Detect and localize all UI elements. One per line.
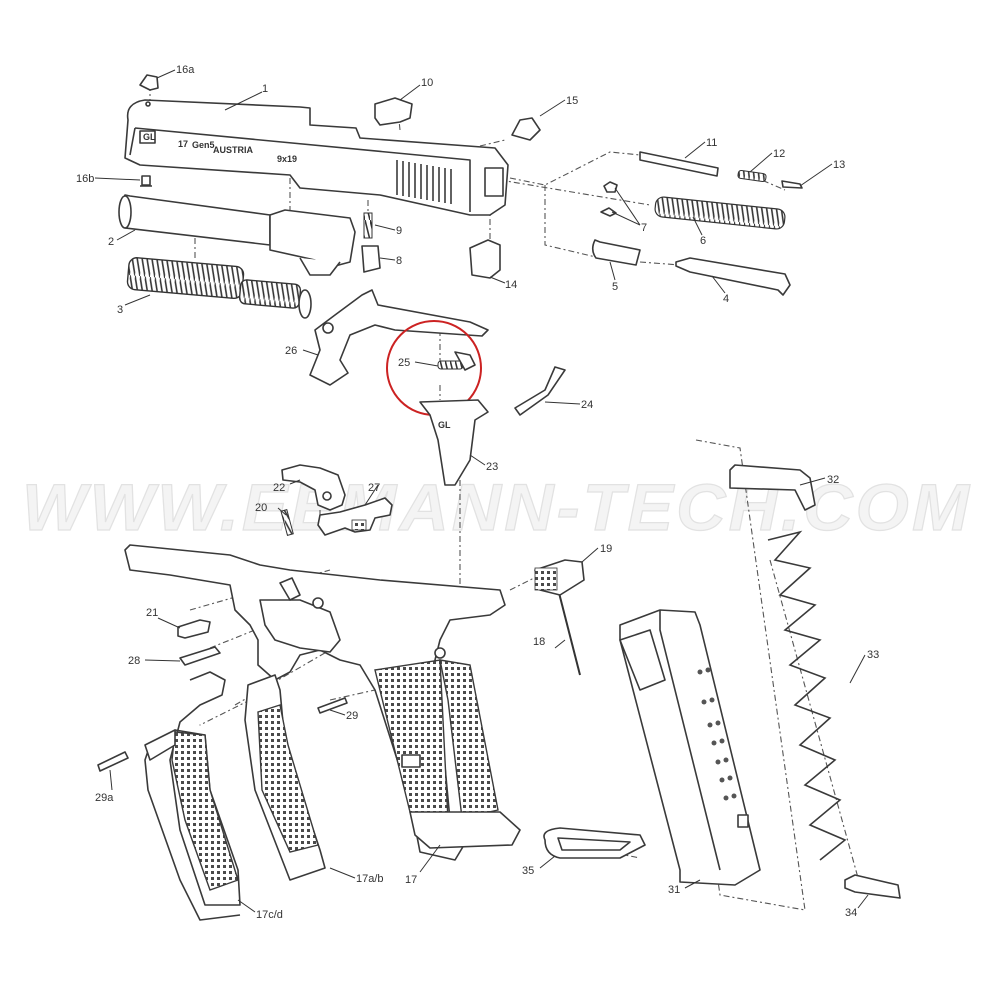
label-4: 4: [723, 293, 729, 305]
label-12: 12: [773, 148, 785, 160]
label-20: 20: [255, 502, 267, 514]
label-15: 15: [566, 95, 578, 107]
label-17: 17: [405, 874, 417, 886]
label-19: 19: [600, 543, 612, 555]
label-13-text: 13: [833, 159, 845, 171]
part-spacer-sleeve: [591, 239, 641, 266]
label-3: 3: [117, 304, 123, 316]
slide-country: AUSTRIA: [213, 145, 253, 155]
label-28: 28: [128, 655, 140, 667]
label-34: 34: [845, 907, 857, 919]
part-trigger-with-bar: [309, 289, 489, 386]
part-magazine-insert: [844, 874, 901, 899]
part-spring-cup-b: [600, 207, 617, 217]
slide-caliber: 9x19: [277, 154, 297, 164]
slide-gen: Gen5: [192, 140, 215, 150]
part-firing-pin: [675, 257, 791, 296]
callout-labels: 16a 1 10 15 16b 2 9 8 14 3 11 12 13 13 7…: [76, 64, 879, 921]
label-16a: 16a: [176, 64, 195, 76]
label-8: 8: [396, 255, 402, 267]
part-slide: GL 17 Gen5 AUSTRIA 9x19: [124, 99, 509, 216]
slide-logo: GL: [143, 132, 156, 142]
part-connector: [514, 366, 566, 416]
label-27: 27: [368, 482, 380, 494]
slide-model: 17: [178, 139, 188, 149]
label-29a: 29a: [95, 792, 114, 804]
part-slide-lock: [177, 619, 211, 639]
part-plunger-spring: [737, 169, 767, 183]
part-front-sight: [139, 74, 159, 91]
part-firing-pin-spring: [654, 196, 786, 230]
part-extractor: [374, 97, 413, 126]
label-2: 2: [108, 236, 114, 248]
label-31: 31: [668, 884, 680, 896]
label-35: 35: [522, 865, 534, 877]
part-magazine-catch-spring: [556, 584, 581, 676]
label-23: 23: [486, 461, 498, 473]
part-slide-cover-plate: [469, 239, 501, 279]
label-21: 21: [146, 607, 158, 619]
part-slide-lock-spring: [280, 509, 294, 536]
part-barrel: [118, 194, 356, 276]
part-extractor-plunger: [639, 151, 719, 177]
part-trigger-housing-pin: [317, 697, 348, 714]
label-18: 18: [533, 636, 545, 648]
label-33: 33: [867, 649, 879, 661]
label-14: 14: [505, 279, 517, 291]
label-10: 10: [421, 77, 433, 89]
part-magazine-spring: [767, 530, 847, 861]
label-32: 32: [827, 474, 839, 486]
part-beavertail-backstrap: [144, 671, 241, 921]
part-trigger-spring: [437, 351, 476, 371]
label-17cd-value: 17c/d: [256, 909, 283, 921]
part-recoil-spring: [126, 257, 312, 319]
label-25: 25: [398, 357, 410, 369]
part-backstrap: [244, 674, 326, 881]
part-follower: [729, 464, 816, 511]
label-22: 22: [273, 482, 285, 494]
part-spring-bearing: [781, 180, 803, 189]
part-trigger-pin: [179, 646, 221, 666]
part-firing-pin-safety-spring: [363, 212, 373, 239]
part-rear-sight: [511, 117, 541, 141]
part-trigger-housing: [419, 399, 489, 486]
part-receiver: [124, 544, 521, 861]
label-26: 26: [285, 345, 297, 357]
label-17ab: 17a/b: [356, 873, 384, 885]
label-16b: 16b: [76, 173, 94, 185]
part-spring-cup-a: [603, 181, 618, 193]
part-front-sight-screw: [140, 175, 152, 187]
label-5: 5: [612, 281, 618, 293]
label-7: 7: [641, 222, 647, 234]
housing-logo: GL: [438, 420, 451, 430]
part-magazine-tube: [619, 609, 761, 886]
label-29: 29: [346, 710, 358, 722]
label-1: 1: [262, 83, 268, 95]
label-6: 6: [700, 235, 706, 247]
label-24: 24: [581, 399, 593, 411]
label-11: 11: [706, 137, 717, 149]
part-backstrap-pin: [97, 751, 129, 772]
label-9: 9: [396, 225, 402, 237]
part-firing-pin-safety: [361, 245, 381, 273]
